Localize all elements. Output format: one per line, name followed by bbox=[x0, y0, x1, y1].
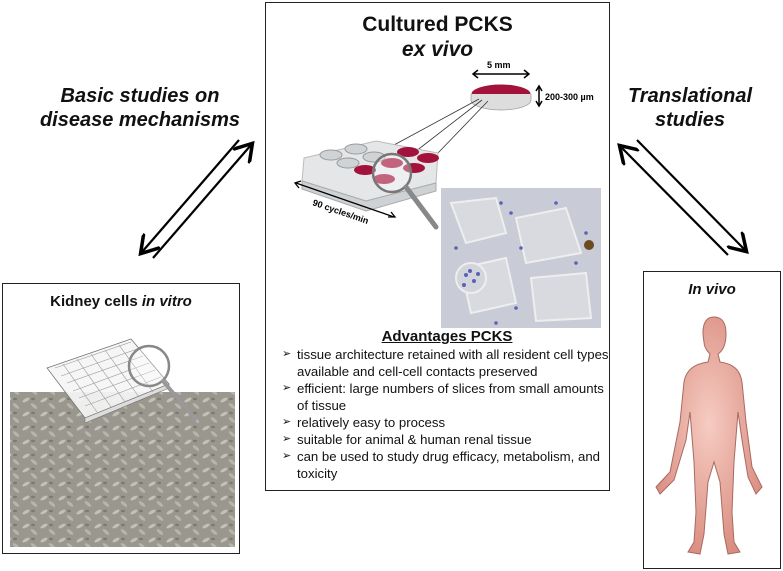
magnifier-icon bbox=[127, 344, 197, 421]
in-vivo-panel: In vivo bbox=[643, 271, 781, 569]
bullet-arrow-icon: ➢ bbox=[282, 382, 292, 394]
advantages-list: ➢ tissue architecture retained with all r… bbox=[282, 346, 612, 482]
slice-width-label: 5 mm bbox=[487, 60, 511, 70]
human-body-icon bbox=[655, 316, 763, 555]
advantage-text: tissue architecture retained with all re… bbox=[297, 347, 609, 379]
slice-illustration: 5 mm 200-300 µm 90 cycles/mi bbox=[293, 60, 601, 328]
arrow-to-ex-vivo bbox=[152, 145, 251, 259]
ex-vivo-panel: Cultured PCKS ex vivo 5 mm 200-300 µm bbox=[265, 2, 610, 491]
right-double-arrow bbox=[615, 139, 755, 256]
left-title: Kidney cells in vitro bbox=[3, 293, 239, 310]
bullet-arrow-icon: ➢ bbox=[282, 450, 292, 462]
slice-thickness-label: 200-300 µm bbox=[545, 92, 594, 102]
arrow-to-in-vivo bbox=[636, 139, 745, 250]
cell-culture-illustration bbox=[10, 338, 235, 547]
advantage-item: ➢ can be used to study drug efficacy, met… bbox=[282, 448, 612, 482]
in-vitro-panel: Kidney cells in vitro bbox=[2, 283, 240, 554]
center-subtitle: ex vivo bbox=[401, 38, 474, 61]
label-basic-line1: Basic studies on bbox=[60, 85, 220, 107]
histology-image bbox=[441, 188, 601, 328]
advantage-text: can be used to study drug efficacy, meta… bbox=[297, 449, 600, 481]
advantages-section: Advantages PCKS ➢ tissue architecture ret… bbox=[282, 328, 612, 482]
advantage-item: ➢ tissue architecture retained with all r… bbox=[282, 346, 612, 380]
label-basic-line2: disease mechanisms bbox=[39, 109, 241, 131]
advantage-text: efficient: large numbers of slices from … bbox=[297, 381, 604, 413]
label-trans-line1: Translational bbox=[627, 85, 753, 107]
center-title: Cultured PCKS bbox=[362, 13, 513, 36]
arrow-to-in-vitro bbox=[142, 139, 240, 252]
label-basic-studies: Basic studies on disease mechanisms bbox=[20, 84, 260, 132]
bullet-arrow-icon: ➢ bbox=[282, 433, 292, 445]
advantage-item: ➢ efficient: large numbers of slices from… bbox=[282, 380, 612, 414]
advantage-text: suitable for animal & human renal tissue bbox=[297, 432, 532, 447]
multiwell-plate-icon bbox=[46, 338, 170, 424]
advantage-text: relatively easy to process bbox=[297, 415, 446, 430]
left-title-plain: Kidney cells bbox=[50, 293, 142, 310]
left-double-arrow bbox=[130, 139, 270, 259]
advantage-item: ➢ suitable for animal & human renal tissu… bbox=[282, 431, 612, 448]
bullet-arrow-icon: ➢ bbox=[282, 348, 292, 360]
label-trans-line2: studies bbox=[654, 109, 726, 131]
cell-micrograph bbox=[10, 392, 235, 547]
label-translational-studies: Translational studies bbox=[600, 84, 780, 132]
arrow-from-in-vivo bbox=[621, 147, 729, 256]
advantages-heading: Advantages PCKS bbox=[381, 328, 513, 345]
bullet-arrow-icon: ➢ bbox=[282, 416, 292, 428]
left-title-italic: in vitro bbox=[141, 293, 192, 310]
right-title: In vivo bbox=[688, 281, 736, 298]
advantage-item: ➢ relatively easy to process bbox=[282, 414, 612, 431]
magnifier-icon bbox=[371, 152, 439, 230]
